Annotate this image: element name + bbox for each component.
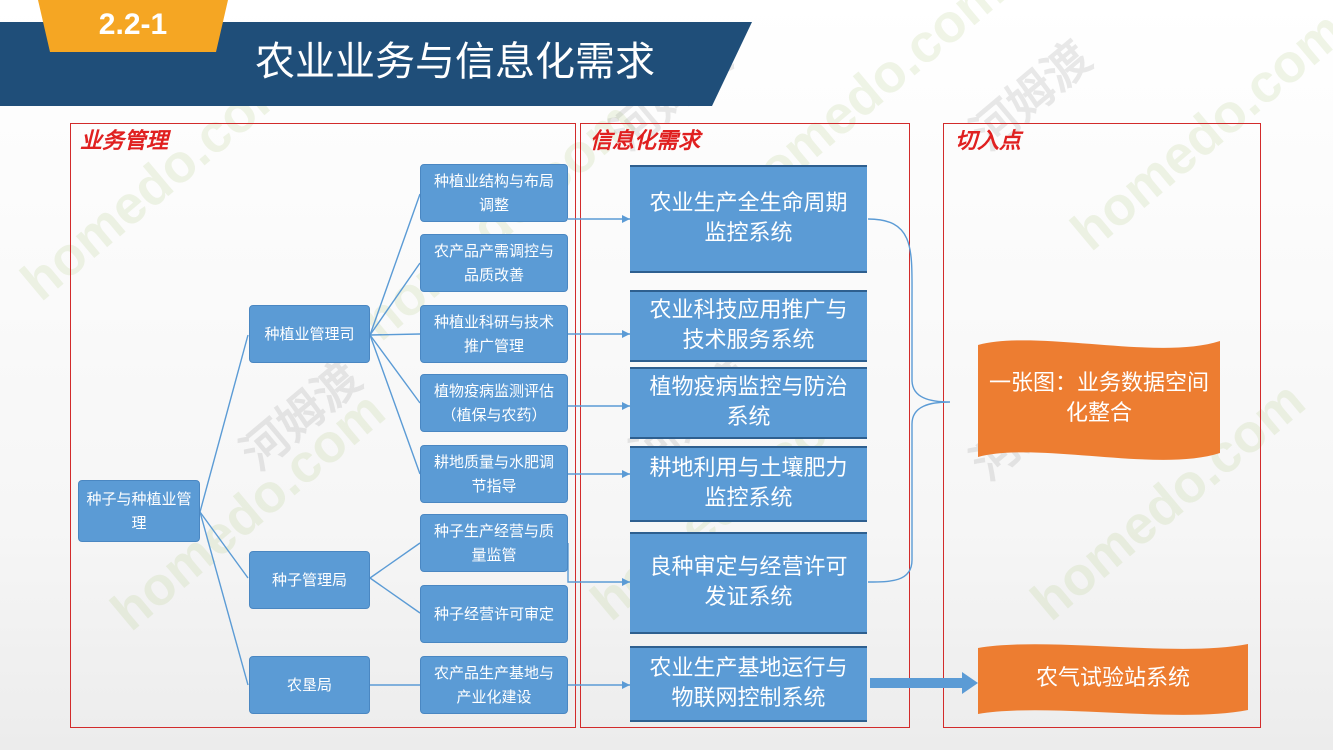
task-node: 种子经营许可审定 [420,585,568,643]
department-node: 种子管理局 [249,551,370,609]
task-node: 植物疫病监测评估（植保与农药） [420,374,568,432]
system-node: 农业生产全生命周期监控系统 [630,165,867,273]
it-needs-panel-title: 信息化需求 [590,129,701,154]
task-node: 农产品生产基地与产业化建设 [420,656,568,714]
business-panel-title: 业务管理 [80,129,169,154]
entry-point-label: 农气试验站系统 [1035,666,1190,691]
business-panel [70,123,576,728]
it-needs-panel [580,123,910,728]
task-node: 耕地质量与水肥调节指导 [420,445,568,503]
task-node: 种植业科研与技术推广管理 [420,305,568,363]
system-node: 植物疫病监控与防治系统 [630,367,867,439]
system-node: 良种审定与经营许可发证系统 [630,532,867,634]
department-node: 种植业管理司 [249,305,370,363]
banner-shape [978,340,1220,460]
slide-number-tab-shape [38,0,228,52]
entry-point-label: 一张图：业务数据空间化整合 [988,371,1209,426]
system-node: 农业科技应用推广与技术服务系统 [630,290,867,362]
business-root-node: 种子与种植业管理 [78,480,200,542]
entry-point-banner: 一张图：业务数据空间化整合 [978,333,1220,465]
slide-number: 2.2-1 [98,8,168,41]
task-node: 农产品产需调控与品质改善 [420,234,568,292]
system-node: 农业生产基地运行与物联网控制系统 [630,646,867,722]
department-node: 农垦局 [249,656,370,714]
task-node: 种子生产经营与质量监管 [420,514,568,572]
entry-points-panel [943,123,1261,728]
page-title: 农业业务与信息化需求 [255,39,655,85]
entry-point-banner: 农气试验站系统 [978,640,1248,718]
system-node: 耕地利用与土壤肥力监控系统 [630,446,867,522]
task-node: 种植业结构与布局调整 [420,164,568,222]
entry-points-panel-title: 切入点 [955,129,1022,154]
slide-number-tab: 2.2-1 [38,0,228,52]
banner-shape [978,644,1248,715]
